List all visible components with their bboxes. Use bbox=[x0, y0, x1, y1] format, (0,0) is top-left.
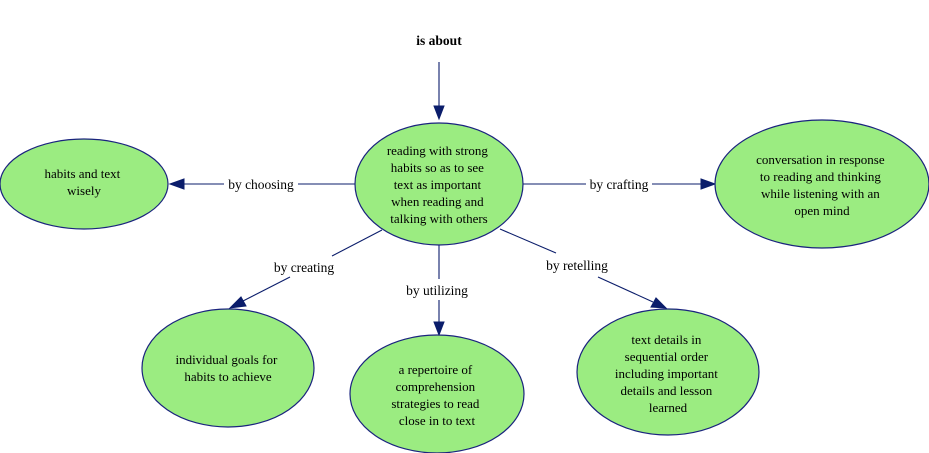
node-repertoire-line: a repertoire of bbox=[399, 362, 473, 377]
node-center-line: text as important bbox=[394, 177, 482, 192]
edge-label-by-crafting: by crafting bbox=[590, 177, 649, 192]
node-center-line: talking with others bbox=[390, 211, 488, 226]
edge-by-choosing: by choosing bbox=[168, 175, 355, 193]
node-details-line: text details in bbox=[631, 332, 702, 347]
node-center-line: when reading and bbox=[391, 194, 484, 209]
node-goals-line: habits to achieve bbox=[184, 369, 272, 384]
edge-by-utilizing: by utilizing bbox=[406, 245, 468, 337]
node-center-line: reading with strong bbox=[387, 143, 489, 158]
edge-label-by-utilizing: by utilizing bbox=[406, 283, 468, 298]
node-habits[interactable]: habits and text wisely bbox=[0, 138, 169, 230]
node-repertoire-line: strategies to read bbox=[391, 396, 480, 411]
svg-text:a repertoire of comprehe: a repertoire of comprehension strategies… bbox=[391, 362, 482, 428]
node-center[interactable]: reading with strong habits so as to see … bbox=[354, 122, 524, 246]
node-habits-line: wisely bbox=[67, 183, 101, 198]
node-details-line: details and lesson bbox=[621, 383, 713, 398]
node-details-line: learned bbox=[649, 400, 688, 415]
edge-by-crafting: by crafting bbox=[523, 175, 717, 193]
svg-text:reading with strong habi: reading with strong habits so as to see … bbox=[387, 143, 491, 226]
svg-text:conversation in response: conversation in response to reading and … bbox=[756, 152, 888, 218]
edge-label-by-retelling: by retelling bbox=[546, 258, 608, 273]
svg-text:text details in sequenti: text details in sequential order includi… bbox=[615, 332, 721, 415]
top-arrow-head bbox=[433, 105, 445, 121]
top-label: is about bbox=[416, 33, 462, 48]
node-details-line: sequential order bbox=[625, 349, 709, 364]
edge-label-by-choosing: by choosing bbox=[228, 177, 294, 192]
node-goals-line: individual goals for bbox=[175, 352, 277, 367]
edge-by-retelling: by retelling bbox=[499, 228, 668, 309]
node-habits-line: habits and text bbox=[44, 166, 120, 181]
node-repertoire[interactable]: a repertoire of comprehension strategies… bbox=[349, 334, 525, 453]
node-conversation-line: while listening with an bbox=[761, 186, 880, 201]
svg-text:individual goals for hab: individual goals for habits to achieve bbox=[175, 352, 280, 384]
node-details[interactable]: text details in sequential order includi… bbox=[576, 308, 760, 436]
node-conversation-line: conversation in response bbox=[756, 152, 885, 167]
node-details-line: including important bbox=[615, 366, 718, 381]
svg-text:habits and text wisely: habits and text wisely bbox=[44, 166, 123, 198]
node-center-line: habits so as to see bbox=[391, 160, 484, 175]
node-conversation[interactable]: conversation in response to reading and … bbox=[714, 119, 929, 249]
node-conversation-line: to reading and thinking bbox=[760, 169, 881, 184]
node-goals[interactable]: individual goals for habits to achieve bbox=[141, 308, 315, 428]
node-repertoire-line: close in to text bbox=[399, 413, 476, 428]
edge-by-creating: by creating bbox=[228, 229, 383, 309]
node-conversation-line: open mind bbox=[794, 203, 850, 218]
node-repertoire-line: comprehension bbox=[396, 379, 476, 394]
edge-label-by-creating: by creating bbox=[274, 260, 335, 275]
